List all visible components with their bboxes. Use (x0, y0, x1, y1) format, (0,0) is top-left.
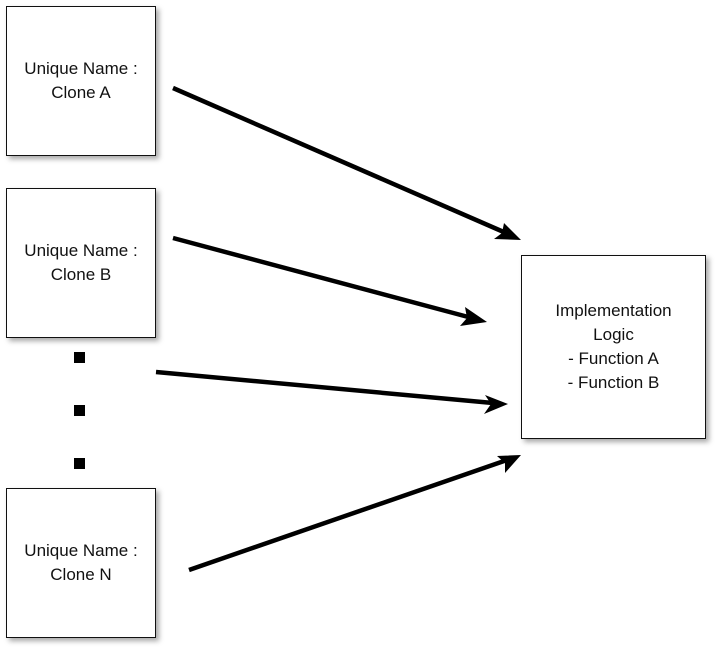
clone-n-label-line1: Unique Name : (24, 541, 138, 560)
ellipsis-dot-1 (74, 352, 85, 363)
ellipsis-dot-2 (74, 405, 85, 416)
implementation-line-1: Implementation (555, 301, 672, 320)
implementation-line-4: - Function B (567, 373, 660, 392)
arrow-clone-a-to-impl (172, 85, 521, 240)
implementation-line-3: - Function A (568, 349, 659, 368)
clone-a-box: Unique Name : Clone A (6, 6, 156, 156)
arrow-clone-n-to-impl (188, 455, 521, 573)
implementation-line-2: Logic (593, 325, 634, 344)
clone-n-label-line2: Clone N (50, 565, 112, 584)
arrow-clone-b-to-impl (172, 235, 487, 326)
clone-a-label-line2: Clone A (51, 83, 111, 102)
clone-b-label-line1: Unique Name : (24, 241, 138, 260)
clone-b-label-line2: Clone B (50, 265, 112, 284)
ellipsis-dot-3 (74, 458, 85, 469)
implementation-logic-box: Implementation Logic - Function A - Func… (521, 255, 706, 439)
clone-a-label-line1: Unique Name : (24, 59, 138, 78)
clone-b-box: Unique Name : Clone B (6, 188, 156, 338)
clone-n-box: Unique Name : Clone N (6, 488, 156, 638)
arrow-ellipsis-to-impl (155, 369, 508, 414)
